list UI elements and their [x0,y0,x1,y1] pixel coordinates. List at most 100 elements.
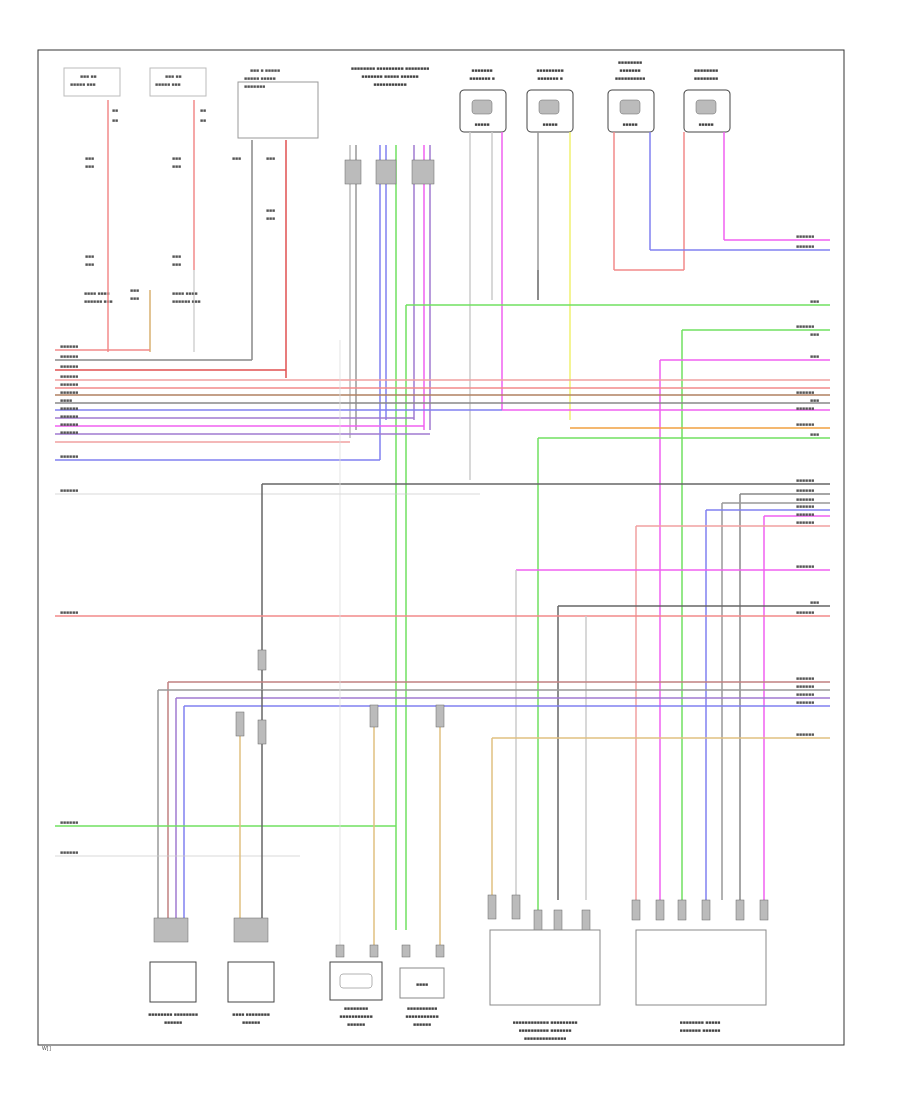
svg-text:■■■■■■: ■■■■■■ [60,382,78,388]
svg-text:■■■■■■: ■■■■■■ [347,1022,365,1028]
camshaft-position-sensor: ■■■■■■■■ ■■■■■■■■ ■■■■■■ [148,961,198,1026]
svg-text:■■■■■■: ■■■■■■ [60,414,78,420]
svg-text:■■■: ■■■ [85,156,94,162]
svg-text:■■■: ■■■ [130,296,139,302]
svg-text:■■■: ■■■ [266,216,275,222]
svg-text:■■■: ■■■ [172,156,181,162]
fuse-block-left: ■■■ ■■ ■■■■■ ■■■ ■■ ■■ ■■■ ■■■ ■■■ ■■■ [63,67,121,268]
injector-2: ■■■■■■■■■ ■■■■■■■ ■ ■■■■■ [526,68,574,133]
svg-text:■■■■■■: ■■■■■■ [60,422,78,428]
svg-text:■■■■■■: ■■■■■■ [60,430,78,436]
svg-text:■■■: ■■■ [85,262,94,268]
svg-text:■■■■■■: ■■■■■■ [60,454,78,460]
svg-text:■■■■■■: ■■■■■■ [60,390,78,396]
svg-text:■■: ■■ [112,108,118,114]
svg-text:■■■■■■ ■■■: ■■■■■■ ■■■ [84,299,113,305]
svg-text:■■■■■■: ■■■■■■ [796,422,814,428]
left-pin-labels: ■■■■■■ ■■■■■■ ■■■■■■ ■■■■■■ ■■■■■■ ■■■■■… [60,344,78,856]
splice-labels: ■■■■ ■■■■ ■■■■■■ ■■■ ■■■■ ■■■■ ■■■■■■ ■■… [84,288,201,305]
svg-text:■■■■■■: ■■■■■■ [796,512,814,518]
svg-text:■■■■■ ■■■: ■■■■■ ■■■ [155,82,181,88]
svg-text:■■■■■■■■: ■■■■■■■■ [694,76,718,82]
svg-text:■■■■■■: ■■■■■■ [796,684,814,690]
svg-text:■■■■■■: ■■■■■■ [796,676,814,682]
svg-text:■■■■■■: ■■■■■■ [60,374,78,380]
svg-text:■■■■■■■■■■■■■■: ■■■■■■■■■■■■■■ [524,1036,566,1042]
svg-text:■■■■■■: ■■■■■■ [796,497,814,503]
svg-text:■■■■■■■■ ■■■■■■■■: ■■■■■■■■ ■■■■■■■■ [148,1012,198,1018]
svg-text:■■■■ ■■■■: ■■■■ ■■■■ [172,291,198,297]
svg-text:■■■■■■: ■■■■■■ [796,564,814,570]
svg-text:■■■■■■■■■■■: ■■■■■■■■■■■ [339,1014,372,1020]
svg-text:■■■■■■■■: ■■■■■■■■ [618,60,642,66]
svg-text:■■■■■■: ■■■■■■ [796,406,814,412]
throttle-valve-actuator: ■■■■■■■■ ■■■■■ ■■■■■■■ ■■■■■■ [635,929,767,1034]
svg-text:■■■: ■■■ [85,164,94,170]
svg-text:■■■■■■■■■■■: ■■■■■■■■■■■ [405,1014,438,1020]
svg-text:■■■■■■: ■■■■■■ [796,520,814,526]
svg-text:■■■■ ■■■■■■■■: ■■■■ ■■■■■■■■ [232,1012,270,1018]
svg-text:■■■■■■■ ■■■■■ ■■■■■■: ■■■■■■■ ■■■■■ ■■■■■■ [361,74,418,80]
svg-text:■■■■■■: ■■■■■■ [413,1022,431,1028]
svg-text:■■■■■: ■■■■■ [474,122,489,128]
svg-text:■■■■■■: ■■■■■■ [242,1020,260,1026]
svg-text:■■■■■■■■ ■■■■■■■■■ ■■■■■■■■: ■■■■■■■■ ■■■■■■■■■ ■■■■■■■■ [351,66,429,72]
svg-text:■■■■■■: ■■■■■■ [164,1020,182,1026]
svg-text:■■■■■■■ ■■■■■■: ■■■■■■■ ■■■■■■ [680,1028,721,1034]
fuel-pressure-sensor: ■■■■ ■■■■■■■■ ■■■■■■ [227,961,275,1026]
wire-bus-main [55,349,830,930]
svg-text:■■■ ■ ■■■■■: ■■■ ■ ■■■■■ [250,68,280,74]
svg-text:■■■■■■■■: ■■■■■■■■ [344,1006,368,1012]
svg-text:■■■■■■: ■■■■■■ [60,610,78,616]
connector-pins [153,159,769,958]
svg-text:■■■■■■■■■■■: ■■■■■■■■■■■ [373,82,406,88]
injector-1: ■■■■■■■ ■■■■■■■ ■ ■■■■■ [459,68,507,133]
right-pin-labels: ■■■■■■ ■■■■■■ ■■■ ■■■■■■ ■■■ ■■■ ■■■■■■ … [796,234,819,738]
svg-text:■■■■ ■■■■: ■■■■ ■■■■ [84,291,110,297]
injector-4: ■■■■■■■■ ■■■■■■■■ ■■■■■ [683,68,731,133]
relay-block: ■■■ ■ ■■■■■ ■■■■■ ■■■■■ ■■■■■■■ ■■■ ■■■ … [232,68,319,222]
svg-text:■■■■■■■: ■■■■■■■ [471,68,492,74]
svg-text:■■■■: ■■■■ [416,982,428,988]
temperature-sensor: ■■■■■■■■ ■■■■■■■■■■■ ■■■■■■ [329,961,383,1028]
svg-text:■■■: ■■■ [172,164,181,170]
svg-text:■■■: ■■■ [266,156,275,162]
fuse-block-middle: ■■■ ■■ ■■■■■ ■■■ ■■ ■■ ■■■ ■■■ ■■■ ■■■ [149,67,207,268]
svg-text:■■■■■■: ■■■■■■ [60,344,78,350]
injector-3: ■■■■■■■■ ■■■■■■■ ■■■■■■■■■■ ■■■■■ [607,60,655,133]
svg-text:■■■■■■■■ ■■■■■: ■■■■■■■■ ■■■■■ [680,1020,721,1026]
svg-text:■■■: ■■■ [266,208,275,214]
svg-text:■■■■■■■■■■: ■■■■■■■■■■ [407,1006,437,1012]
svg-text:■■■■■ ■■■■■: ■■■■■ ■■■■■ [244,76,276,82]
svg-text:■■■■■■: ■■■■■■ [796,244,814,250]
svg-text:■■■: ■■■ [810,398,819,404]
svg-text:■■■■■■: ■■■■■■ [796,504,814,510]
svg-text:■■■: ■■■ [172,254,181,260]
svg-text:■■■■■■: ■■■■■■ [796,324,814,330]
svg-text:■■■ ■■: ■■■ ■■ [80,74,97,80]
svg-text:■■■■■■: ■■■■■■ [60,406,78,412]
svg-text:■■■■■■: ■■■■■■ [796,478,814,484]
svg-text:■■: ■■ [200,108,206,114]
svg-text:■■■: ■■■ [810,600,819,606]
svg-text:■■■■■■■: ■■■■■■■ [244,84,265,90]
svg-text:■■■■■: ■■■■■ [622,122,637,128]
svg-text:■■■■■■: ■■■■■■ [60,820,78,826]
svg-text:■■■■■■: ■■■■■■ [796,488,814,494]
svg-text:■■■■■■■ ■: ■■■■■■■ ■ [469,76,495,82]
svg-text:■■■■■■■■■■■■ ■■■■■■■■■: ■■■■■■■■■■■■ ■■■■■■■■■ [513,1020,578,1026]
svg-text:■■■■■■: ■■■■■■ [796,234,814,240]
svg-text:■■■■■■: ■■■■■■ [60,850,78,856]
svg-text:■■■■■■: ■■■■■■ [60,354,78,360]
svg-text:■■■■■■■■■■ ■■■■■■■: ■■■■■■■■■■ ■■■■■■■ [519,1028,572,1034]
wires-top-vertical [107,100,725,930]
svg-text:■■■: ■■■ [232,156,241,162]
svg-text:■■■: ■■■ [85,254,94,260]
svg-text:■■■■■■: ■■■■■■ [796,692,814,698]
svg-text:■■■■■■: ■■■■■■ [60,488,78,494]
svg-text:■■■: ■■■ [810,299,819,305]
svg-text:■■■■■: ■■■■■ [698,122,713,128]
svg-text:■■■■■■: ■■■■■■ [796,700,814,706]
wires-top-horizontal [405,239,830,930]
